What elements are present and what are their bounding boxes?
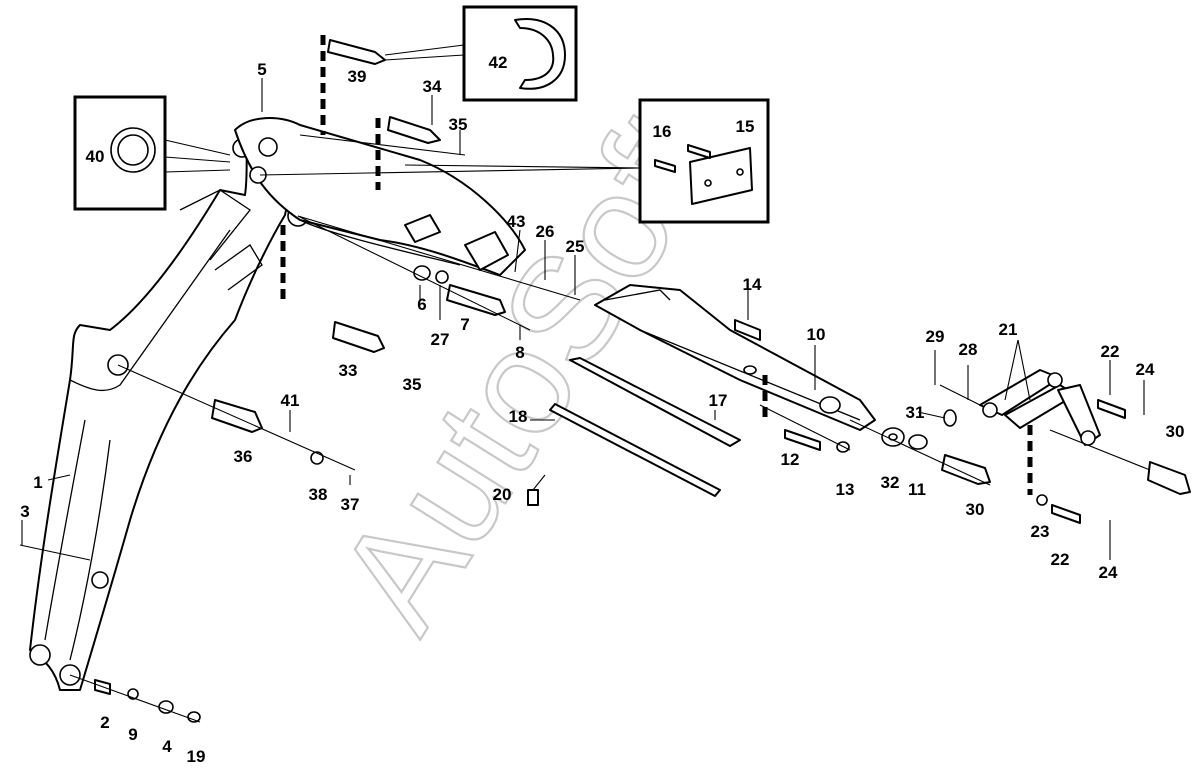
callout-19: 19 (187, 747, 206, 766)
callout-32: 32 (881, 473, 900, 492)
callout-22b: 22 (1051, 550, 1070, 569)
link-21 (979, 369, 1101, 446)
dashed-guides (280, 35, 1033, 495)
lock-31 (943, 409, 957, 427)
callout-16: 16 (653, 122, 672, 141)
callout-35a: 35 (449, 115, 468, 134)
callout-3: 3 (20, 502, 29, 521)
washer-27 (435, 270, 449, 284)
callout-11: 11 (908, 480, 926, 499)
callout-7: 7 (460, 315, 469, 334)
axis-lines (19, 134, 991, 561)
callout-9: 9 (128, 725, 137, 744)
callout-22a: 22 (1101, 342, 1120, 361)
pin-36 (211, 399, 263, 433)
callout-13: 13 (836, 480, 855, 499)
callout-35b: 35 (403, 375, 422, 394)
callout-42: 42 (489, 53, 508, 72)
callout-28: 28 (959, 340, 978, 359)
callout-26: 26 (536, 222, 555, 241)
pin-30-right (1049, 429, 1191, 495)
bushing-11 (908, 434, 928, 450)
callout-31: 31 (906, 403, 925, 422)
callout-33: 33 (339, 361, 358, 380)
wear-strip-17 (569, 357, 741, 447)
inset-40 (73, 95, 231, 211)
callout-5: 5 (257, 60, 266, 79)
callout-8: 8 (515, 343, 524, 362)
washer-32 (881, 427, 905, 447)
callout-6: 6 (417, 295, 426, 314)
arm-extension (594, 284, 876, 431)
callout-30b: 30 (966, 500, 985, 519)
callout-27: 27 (431, 330, 450, 349)
pin-39 (327, 39, 386, 65)
callout-30a: 30 (1166, 422, 1185, 441)
callout-4: 4 (162, 737, 172, 756)
inset-15-16 (404, 98, 770, 224)
bushing-6 (413, 265, 431, 281)
callout-15: 15 (736, 117, 755, 136)
pin-12 (784, 429, 821, 451)
callout-1: 1 (33, 473, 42, 492)
callout-23: 23 (1031, 522, 1050, 541)
callout-40: 40 (86, 147, 105, 166)
callout-leaders (21, 78, 1145, 560)
callout-24b: 24 (1099, 563, 1118, 582)
callout-21: 21 (999, 320, 1018, 339)
callout-36: 36 (234, 447, 253, 466)
callout-29: 29 (926, 327, 945, 346)
callout-37: 37 (341, 495, 360, 514)
callout-labels: 1 2 3 4 5 6 7 8 9 10 11 12 13 14 15 16 1… (20, 53, 1184, 766)
pin-30-lower (941, 454, 991, 485)
callout-18: 18 (509, 407, 528, 426)
bushing-38 (310, 451, 324, 465)
pin-34 (387, 116, 441, 144)
callout-41: 41 (281, 391, 300, 410)
bottom-bushings (69, 674, 201, 723)
callout-17: 17 (709, 391, 728, 410)
wear-strip-18 (549, 403, 721, 497)
callout-10: 10 (807, 325, 826, 344)
callout-43: 43 (507, 212, 526, 231)
pin-14 (734, 290, 761, 341)
inset-42 (384, 5, 578, 102)
callout-2: 2 (100, 713, 109, 732)
callout-12: 12 (781, 450, 800, 469)
callout-34: 34 (423, 77, 442, 96)
callout-20: 20 (493, 485, 512, 504)
boom (29, 119, 309, 691)
callout-38: 38 (309, 485, 328, 504)
pin-7 (446, 284, 506, 316)
arm-beam (234, 117, 526, 276)
pin-33 (332, 321, 385, 353)
pins-22-23-24 (1036, 399, 1126, 524)
callout-14: 14 (743, 275, 762, 294)
callout-39: 39 (348, 67, 367, 86)
callout-24a: 24 (1136, 360, 1155, 379)
bolt-20 (527, 474, 546, 506)
callout-25: 25 (566, 237, 585, 256)
